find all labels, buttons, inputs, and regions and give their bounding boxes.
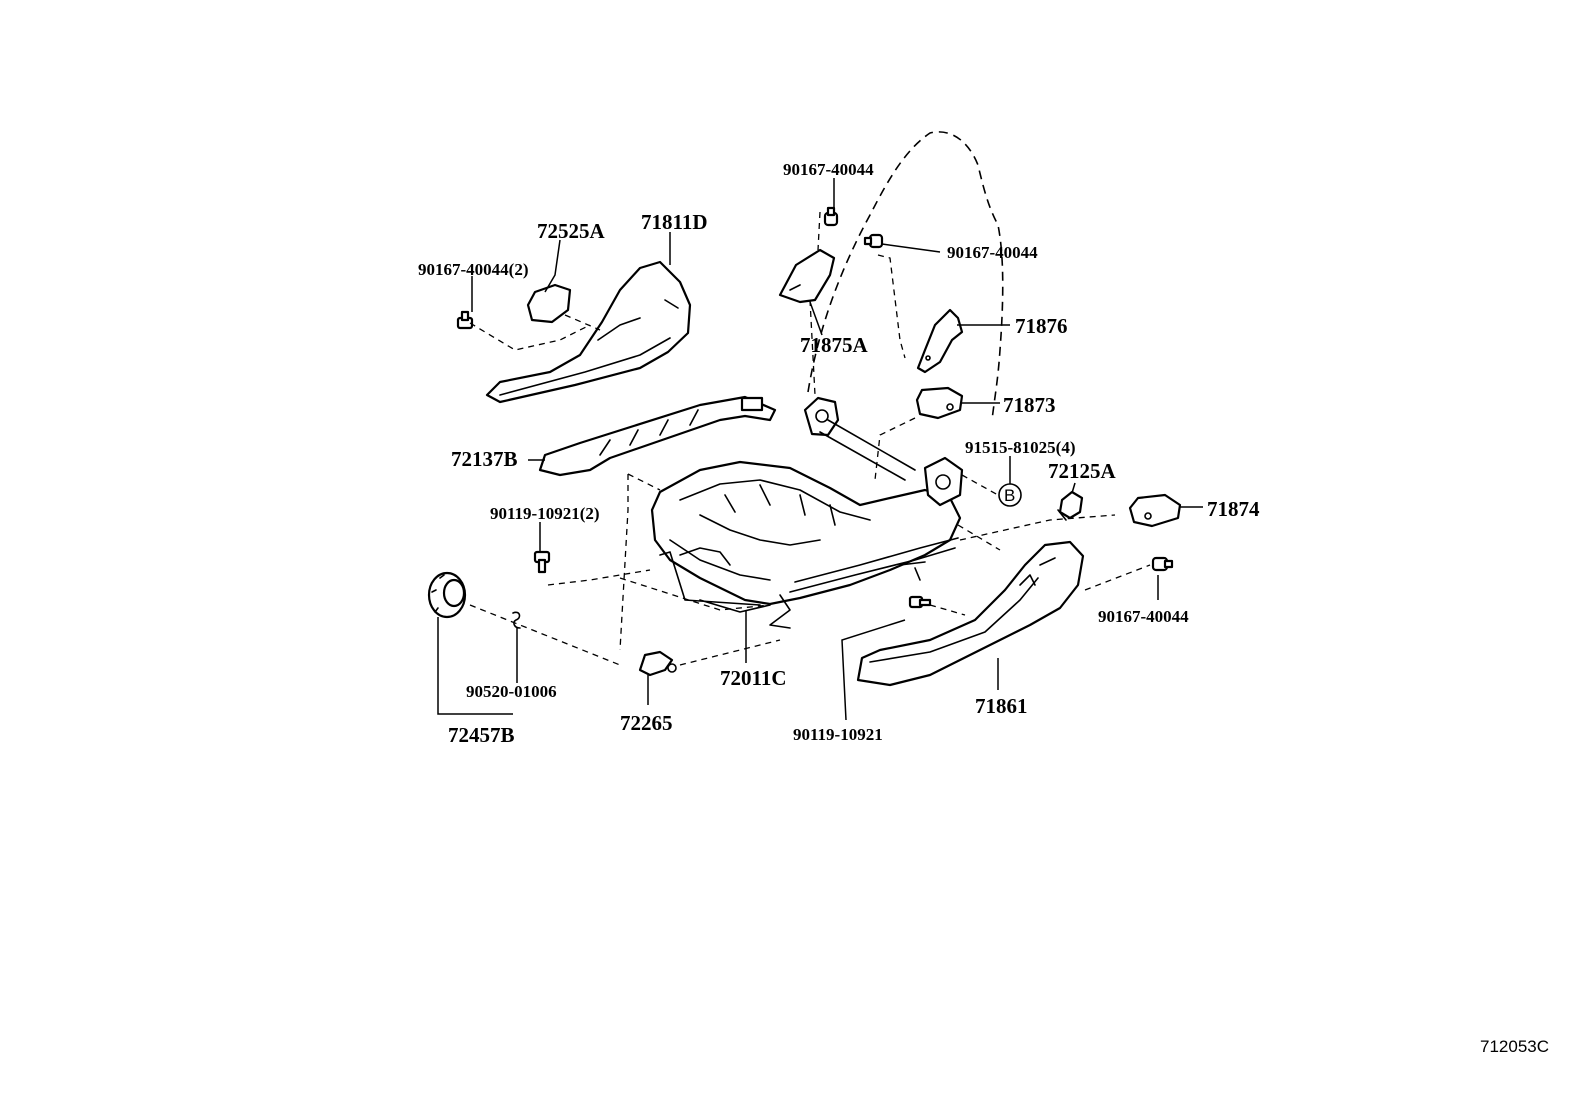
part-72265-shape (638, 650, 677, 677)
dashed-guide-16 (929, 604, 966, 616)
dashed-guide-3 (817, 211, 821, 251)
seat-back-outline (807, 131, 1004, 421)
dashed-guide-17 (1084, 564, 1151, 591)
bolt-90119-10921-shape (908, 595, 932, 609)
dashed-guide-1 (469, 322, 591, 351)
dashed-guide-15 (957, 524, 1001, 551)
dashed-guide-12 (619, 577, 771, 611)
leader-90119 (841, 619, 906, 721)
part-72011C-seat-frame (650, 396, 964, 629)
label-90119-10921-2: 90119-10921(2) (490, 504, 600, 523)
label-90167-40044-right: 90167-40044 (947, 243, 1038, 262)
label-90119-10921: 90119-10921 (793, 725, 883, 744)
dashed-guide-7 (961, 474, 999, 496)
leader-72525A (544, 239, 561, 293)
dashed-guide-4 (877, 254, 906, 359)
label-71875A: 71875A (800, 333, 869, 357)
label-71861: 71861 (975, 694, 1028, 718)
bolt-top-shape (823, 206, 839, 227)
label-72525A: 72525A (537, 219, 606, 243)
part-71811D-shape (485, 260, 692, 404)
label-90520-01006: 90520-01006 (466, 682, 557, 701)
part-72125A-shape (1057, 490, 1084, 521)
part-71861-shape (856, 540, 1085, 687)
label-72137B: 72137B (451, 447, 518, 471)
label-72011C: 72011C (720, 666, 787, 690)
part-71876-shape (916, 308, 964, 374)
bolt-lower-right-shape (1151, 556, 1174, 572)
dashed-guide-6 (874, 417, 916, 481)
label-90167-40044-top: 90167-40044 (783, 160, 874, 179)
label-72265: 72265 (620, 711, 673, 735)
leader-90167-right (881, 243, 941, 253)
bolt-90119-10921-2-shape (533, 550, 551, 574)
label-72457B: 72457B (448, 723, 515, 747)
dashed-guide-11 (469, 604, 621, 666)
label-91515-81025: 91515-81025(4) (965, 438, 1075, 457)
leader-71875A (809, 301, 823, 336)
dashed-guide-13 (679, 639, 781, 666)
dashed-guide-2 (564, 314, 601, 331)
label-71874: 71874 (1207, 497, 1260, 521)
part-72137B-shape (538, 395, 777, 477)
leader-72125A (1071, 482, 1076, 494)
dashed-guide-5 (809, 299, 816, 396)
leader-72457B (437, 617, 513, 715)
label-90167-40044-lower-right: 90167-40044 (1098, 607, 1189, 626)
part-71875A-shape (778, 248, 836, 304)
label-71873: 71873 (1003, 393, 1056, 417)
label-72125A: 72125A (1048, 459, 1117, 483)
bolt-upper-right-shape (863, 233, 884, 249)
dashed-guide-14 (959, 514, 1116, 541)
pin-90520-01006-shape (512, 611, 521, 629)
dashed-guide-10 (547, 569, 651, 586)
dashed-guide-9 (627, 473, 661, 491)
label-71811D: 71811D (641, 210, 708, 234)
part-71873-shape (915, 386, 964, 420)
label-90167-40044-2: 90167-40044(2) (418, 260, 528, 279)
part-72457B-knob-shape (427, 571, 467, 619)
figure-code: 712053C (1480, 1037, 1549, 1056)
label-b: B (1004, 486, 1015, 505)
part-71874-shape (1128, 493, 1182, 528)
part-72525A-shape (526, 283, 572, 324)
label-71876: 71876 (1015, 314, 1068, 338)
dashed-guide-8 (619, 474, 629, 651)
bolt-90167-40044-2-shape (456, 310, 474, 330)
